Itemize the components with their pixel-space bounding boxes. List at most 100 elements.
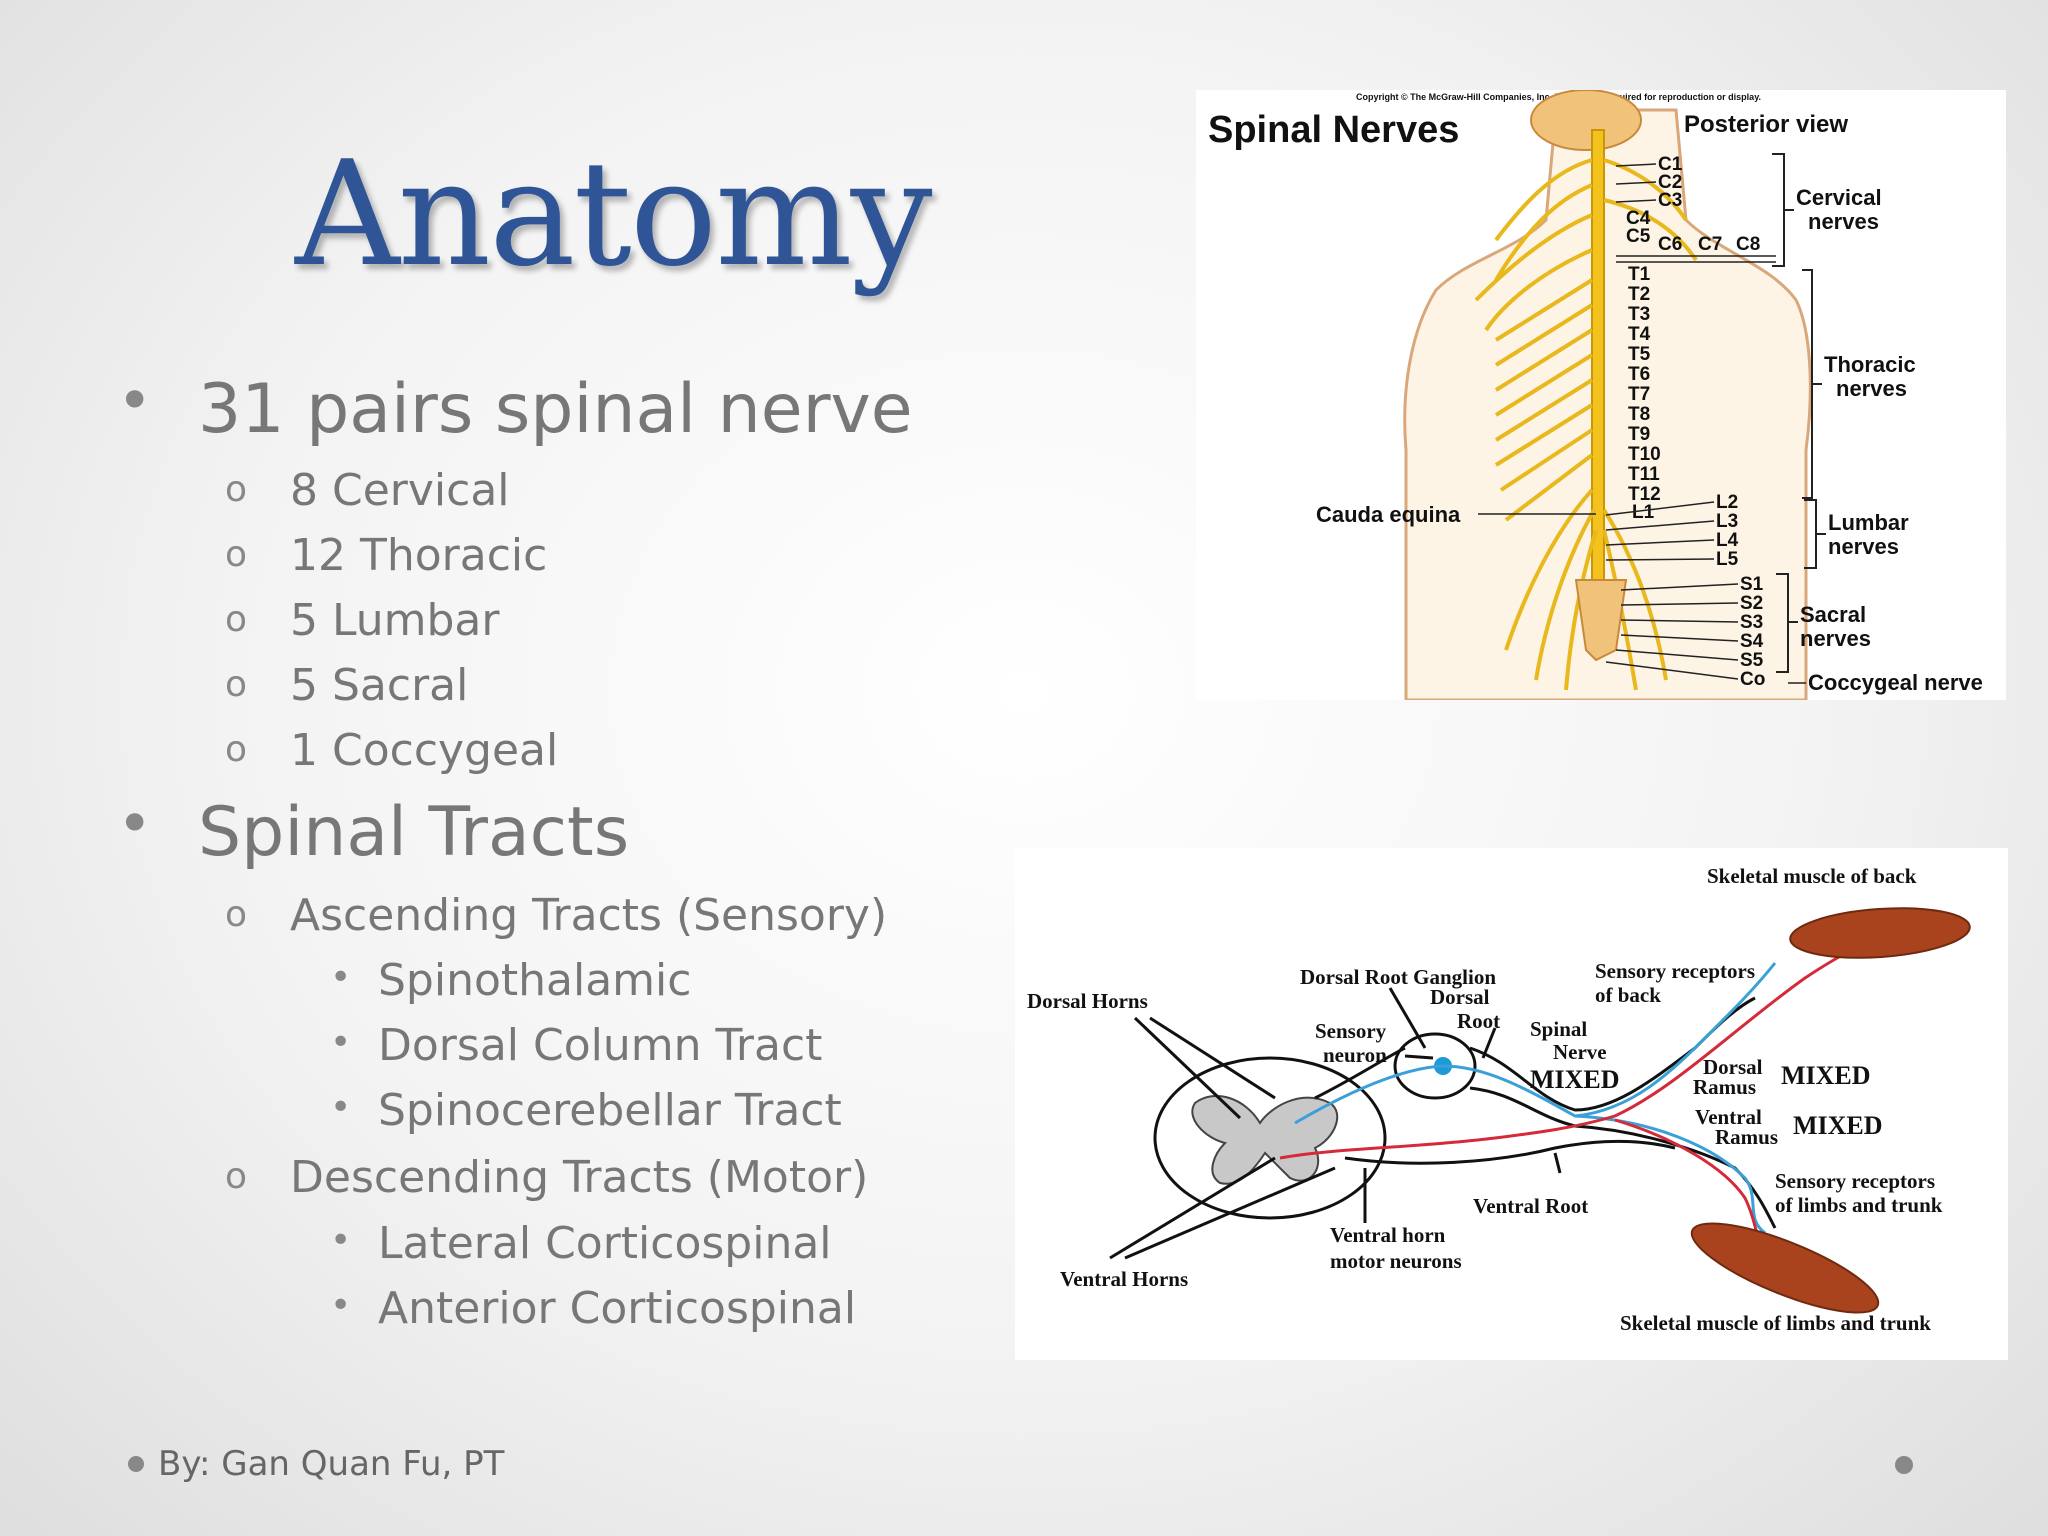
cervical-level-labels: C1 C2 C3 C4 C5 C6 C7 C8 (1626, 154, 1760, 255)
svg-text:L4: L4 (1716, 530, 1739, 551)
svg-text:L3: L3 (1716, 511, 1738, 532)
svg-text:T6: T6 (1628, 364, 1650, 385)
cauda-equina-label: Cauda equina (1316, 502, 1461, 527)
nerve-branches (1474, 158, 1698, 691)
muscle-of-limbs (1690, 1222, 1880, 1314)
spinal-nerve-label: Spinal (1530, 1017, 1587, 1041)
bullet-marker: • (330, 1285, 352, 1326)
bullet-text: 5 Lumbar (290, 595, 500, 646)
svg-text:T12: T12 (1628, 484, 1661, 505)
sensory-neuron-label: Sensory (1315, 1019, 1387, 1043)
bullet-marker: o (225, 534, 248, 575)
svg-text:T10: T10 (1628, 444, 1661, 465)
skeletal-muscle-back-label: Skeletal muscle of back (1707, 864, 1917, 888)
svg-text:S1: S1 (1740, 574, 1764, 595)
svg-text:T11: T11 (1628, 464, 1660, 485)
svg-text:T2: T2 (1628, 284, 1650, 305)
ventral-horn-motor-label: motor neurons (1330, 1249, 1462, 1273)
dorsal-ramus-label: Dorsal (1703, 1055, 1763, 1079)
bullet-text: Spinal Tracts (198, 793, 630, 872)
ventral-ramus-label: Ramus (1715, 1125, 1778, 1149)
spinal-nerve-components-figure: Dorsal Root Ganglion Dorsal Horns Dorsal… (1015, 848, 2008, 1360)
sacral-group-label: nerves (1800, 626, 1871, 651)
spinal-nerve-label: Nerve (1553, 1040, 1607, 1064)
bullet-marker: • (330, 1022, 352, 1063)
bullet-text: Anterior Corticospinal (378, 1283, 857, 1334)
svg-text:C1: C1 (1658, 154, 1683, 175)
spinal-nerves-diagram: Copyright © The McGraw-Hill Companies, I… (1208, 90, 1983, 700)
bullet-marker: • (330, 1220, 352, 1261)
footer-bullet (128, 1456, 144, 1472)
cervical-group-label: nerves (1808, 209, 1879, 234)
svg-text:Co: Co (1740, 669, 1765, 690)
ventral-horn-motor-label: Ventral horn (1330, 1223, 1446, 1247)
svg-text:S2: S2 (1740, 593, 1763, 614)
svg-text:C8: C8 (1736, 234, 1760, 255)
slide-footer: By: Gan Quan Fu, PT (158, 1444, 505, 1484)
svg-text:S3: S3 (1740, 612, 1763, 633)
slide-title: Anatomy (295, 130, 933, 299)
bullet-text: Lateral Corticospinal (378, 1218, 832, 1269)
lumbar-group-label: Lumbar (1828, 510, 1909, 535)
spinal-nerve-components-diagram: Dorsal Root Ganglion Dorsal Horns Dorsal… (1027, 864, 1971, 1335)
bullet-text: 12 Thoracic (290, 530, 548, 581)
ventral-ramus-label: Ventral (1695, 1105, 1762, 1129)
sensory-fiber-path (1294, 962, 1777, 1235)
dorsal-horns-label: Dorsal Horns (1027, 989, 1148, 1013)
bullet-text: Spinocerebellar Tract (378, 1085, 842, 1136)
bullet-text: Descending Tracts (Motor) (290, 1152, 869, 1203)
thoracic-group-label: nerves (1836, 376, 1907, 401)
skeletal-muscle-limbs-label: Skeletal muscle of limbs and trunk (1620, 1311, 1931, 1335)
svg-text:T9: T9 (1628, 424, 1650, 445)
skull-base (1530, 90, 1642, 151)
bullet-marker: o (225, 1156, 248, 1197)
thoracic-group-label: Thoracic (1824, 352, 1916, 377)
sensory-receptors-back-label: Sensory receptors (1595, 959, 1755, 983)
dorsal-root-label: Dorsal (1430, 985, 1490, 1009)
ventral-ramus-mixed-label: MIXED (1793, 1111, 1883, 1140)
bullet-text: 31 pairs spinal nerve (198, 370, 913, 449)
cervical-group-label: Cervical (1796, 185, 1882, 210)
bullet-marker: • (330, 1087, 352, 1128)
spinal-nerve-mixed-label: MIXED (1530, 1065, 1620, 1094)
bullet-marker: o (225, 664, 248, 705)
svg-text:T1: T1 (1628, 264, 1651, 285)
spinal-cord (1591, 129, 1605, 601)
bullet-marker: o (225, 894, 248, 935)
bullet-marker: • (117, 789, 153, 859)
sensory-receptors-limbs-label: of limbs and trunk (1775, 1193, 1943, 1217)
sensory-receptors-back-label: of back (1595, 983, 1661, 1007)
svg-text:S4: S4 (1740, 631, 1764, 652)
dorsal-ramus-mixed-label: MIXED (1781, 1061, 1871, 1090)
ventral-root-label: Ventral Root (1473, 1194, 1588, 1218)
svg-text:T3: T3 (1628, 304, 1650, 325)
bullet-text: 8 Cervical (290, 465, 510, 516)
bullet-marker: o (225, 599, 248, 640)
svg-text:C2: C2 (1658, 172, 1682, 193)
sacrum (1574, 579, 1628, 662)
sensory-neuron-label: neuron (1323, 1043, 1387, 1067)
dorsal-ramus-label: Ramus (1693, 1075, 1756, 1099)
pointer-lines (1478, 163, 1806, 684)
view-label: Posterior view (1684, 111, 1848, 138)
svg-text:L2: L2 (1716, 492, 1738, 513)
lumbar-level-labels: L2 L3 L4 L5 (1716, 492, 1739, 570)
coccygeal-label: Coccygeal nerve (1808, 670, 1983, 695)
group-brackets (1772, 153, 1826, 673)
dorsal-root-label: Root (1457, 1009, 1500, 1033)
bullet-text: Ascending Tracts (Sensory) (290, 890, 888, 941)
svg-text:C5: C5 (1626, 226, 1651, 247)
bullet-marker: o (225, 469, 248, 510)
spinal-nerves-figure: Copyright © The McGraw-Hill Companies, I… (1196, 90, 2006, 700)
svg-text:C6: C6 (1658, 234, 1682, 255)
svg-text:T8: T8 (1628, 404, 1650, 425)
bullet-text: Spinothalamic (378, 955, 692, 1006)
ventral-horns-label: Ventral Horns (1060, 1267, 1188, 1291)
motor-fiber-path (1279, 936, 1876, 1241)
svg-text:T5: T5 (1628, 344, 1651, 365)
thoracic-level-labels: T1 T2 T3 T4 T5 T6 T7 T8 T9 T10 T11 T12 L… (1628, 264, 1661, 523)
bullet-marker: • (330, 957, 352, 998)
svg-text:C3: C3 (1658, 190, 1682, 211)
sacral-group-label: Sacral (1800, 602, 1866, 627)
bullet-text: 5 Sacral (290, 660, 469, 711)
